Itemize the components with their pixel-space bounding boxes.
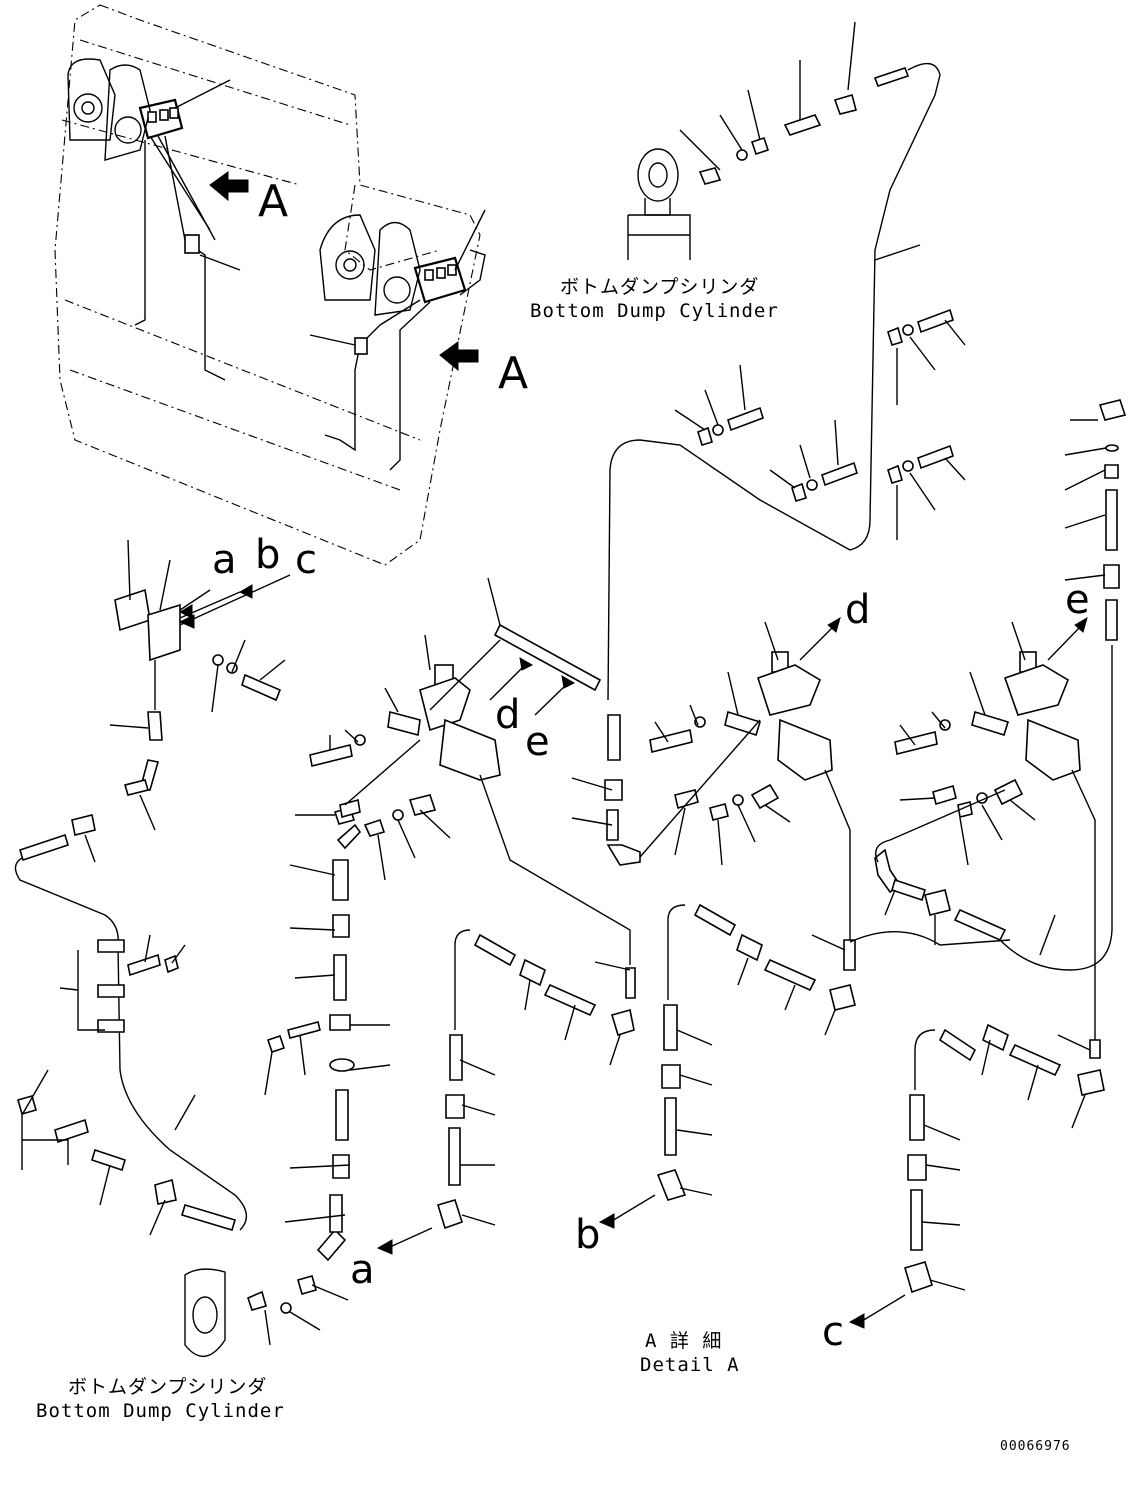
bucket-switches: [134, 79, 486, 471]
left-clamp: [114, 539, 291, 713]
bucket-outline: [54, 4, 481, 566]
bottom-cylinder: [184, 807, 416, 1357]
connection-label-d-right: d: [845, 587, 871, 633]
view-label-a2: A: [498, 348, 529, 399]
connection-label-a-top: a: [212, 537, 237, 583]
bottom-cylinder-caption-en: Bottom Dump Cylinder: [36, 1400, 285, 1422]
valve-assembly-1: [309, 577, 631, 965]
left-pipe-run: [14, 711, 248, 1236]
connection-label-c-top: c: [295, 537, 317, 583]
right-mid-pipe-run: [598, 889, 1056, 1229]
view-label-a1: A: [258, 176, 289, 227]
right-fitting-stack: [999, 399, 1127, 971]
top-cylinder: [607, 21, 941, 701]
connection-label-b-top: b: [255, 532, 281, 578]
abc-arrows: [178, 584, 253, 629]
right-lower-pipe-run: [848, 1023, 1105, 1329]
mid-pipe-run: [376, 929, 636, 1255]
view-arrow-a2: [439, 341, 479, 372]
top-cylinder-caption-en: Bottom Dump Cylinder: [530, 300, 779, 322]
connection-label-b-bottom: b: [575, 1212, 601, 1258]
connection-label-e-mid: e: [525, 719, 550, 765]
connection-label-c-bottom: c: [822, 1309, 844, 1355]
detail-caption-jp: A 詳 細: [645, 1330, 723, 1352]
valve-assembly-2: [571, 616, 851, 940]
view-arrow-a1: [209, 171, 249, 202]
top-bolts: [674, 308, 966, 540]
connection-label-a-bottom: a: [350, 1247, 375, 1293]
bottom-cylinder-caption-jp: ボトムダンプシリンダ: [68, 1376, 268, 1398]
connection-label-e-right: e: [1065, 577, 1090, 623]
drawing-number: 00066976: [1000, 1439, 1071, 1454]
top-cylinder-caption-jp: ボトムダンプシリンダ: [560, 276, 760, 298]
detail-caption-en: Detail A: [640, 1354, 740, 1376]
connection-label-d-mid: d: [495, 692, 521, 738]
valve-assembly-3: [874, 616, 1096, 1040]
